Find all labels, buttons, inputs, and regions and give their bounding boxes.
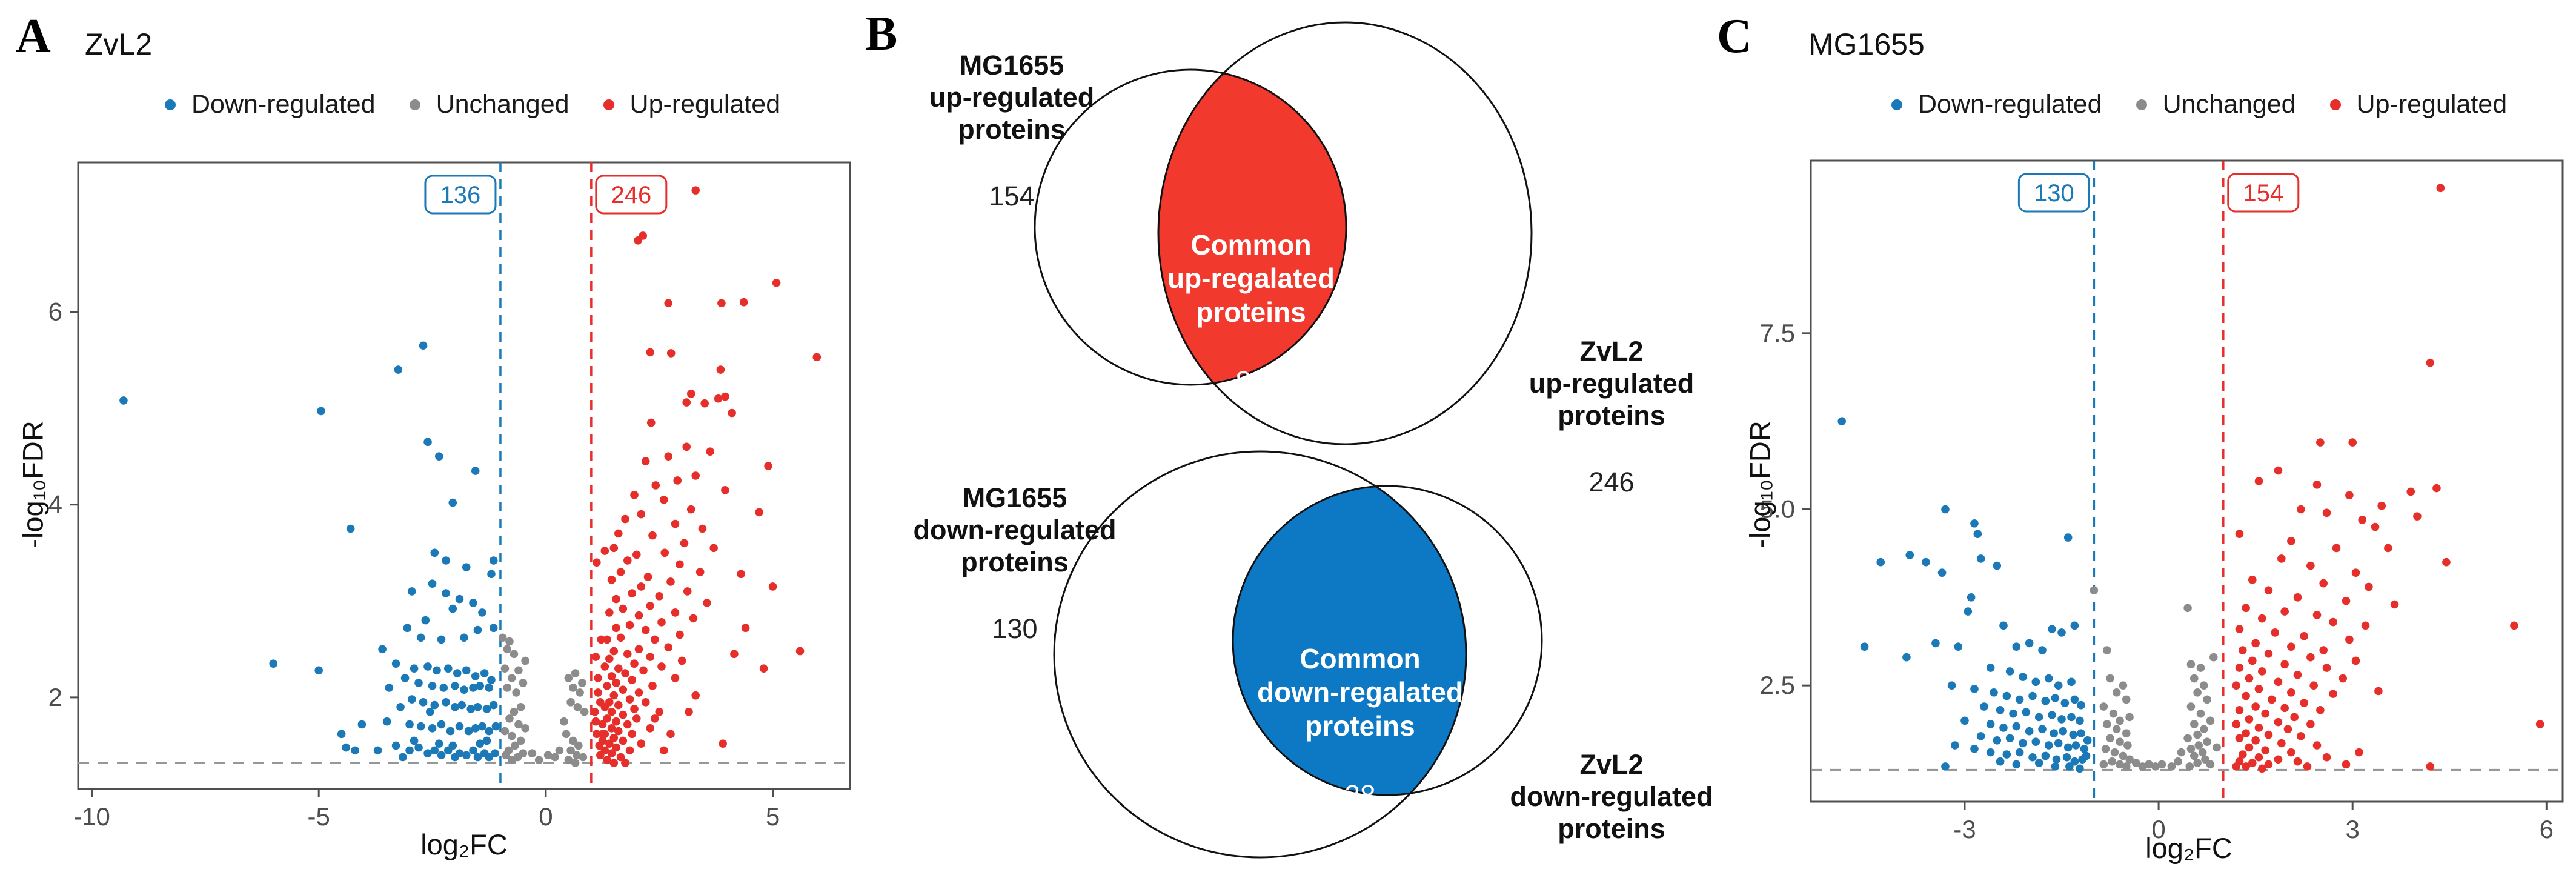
y-axis-ticks: 2 4 6 bbox=[48, 298, 78, 711]
panel-a-title: ZvL2 bbox=[85, 27, 153, 61]
legend-label: Up-regulated bbox=[2356, 90, 2508, 119]
legend-label: Down-regulated bbox=[191, 90, 376, 119]
venn-set-name: ZvL2 down-regulated proteins bbox=[1510, 749, 1713, 845]
svg-text:246: 246 bbox=[611, 182, 651, 208]
venn-set-name: ZvL2 up-regulated proteins bbox=[1529, 336, 1695, 431]
legend-label: Unchanged bbox=[2162, 90, 2296, 119]
points-up-regulated bbox=[591, 186, 822, 767]
down-regulated-dot-icon bbox=[1891, 99, 1902, 110]
legend-item-down-regulated: Down-regulated bbox=[1891, 90, 2102, 119]
legend-label: Up-regulated bbox=[629, 90, 781, 119]
panel-c-letter: C bbox=[1717, 10, 1752, 63]
up-count-badge: 246 bbox=[595, 175, 668, 215]
venn-common-count: 81 bbox=[1235, 365, 1267, 397]
venn-common-count: 28 bbox=[1344, 779, 1376, 811]
panel-c-y-axis-title: -log₁₀FDR bbox=[1744, 421, 1776, 548]
venn-up-right-label: ZvL2 up-regulated proteins 246 bbox=[1496, 303, 1727, 531]
x-axis-ticks: -10 -5 0 5 bbox=[73, 789, 780, 831]
points-unchanged bbox=[2090, 586, 2221, 771]
venn-up-right-circle bbox=[1157, 21, 1533, 445]
panel-b-letter: B bbox=[865, 7, 898, 61]
panel-c-title: MG1655 bbox=[1808, 27, 1925, 61]
svg-text:-10: -10 bbox=[73, 802, 110, 831]
svg-text:4: 4 bbox=[48, 490, 62, 519]
svg-text:5.0: 5.0 bbox=[1760, 495, 1795, 524]
svg-text:6: 6 bbox=[48, 298, 62, 326]
down-count-badge: 136 bbox=[424, 175, 497, 215]
svg-text:-5: -5 bbox=[308, 802, 330, 831]
venn-down-center-label: Common down-regalated proteins 28 bbox=[1230, 609, 1490, 845]
panel-a-legend: Down-regulated Unchanged Up-regulated bbox=[165, 90, 780, 119]
panel-a-x-axis-title: log₂FC bbox=[420, 828, 508, 860]
venn-up-center-label: Common up-regalated proteins 81 bbox=[1130, 195, 1372, 431]
up-count-badge: 154 bbox=[2227, 173, 2300, 213]
svg-text:3: 3 bbox=[2346, 815, 2360, 843]
svg-text:0: 0 bbox=[539, 802, 553, 831]
venn-set-count: 130 bbox=[992, 613, 1038, 645]
legend-item-down-regulated: Down-regulated bbox=[165, 90, 376, 119]
unchanged-dot-icon bbox=[409, 99, 420, 110]
down-count-badge: 130 bbox=[2017, 173, 2090, 213]
legend-label: Unchanged bbox=[436, 90, 569, 119]
svg-text:2.5: 2.5 bbox=[1760, 671, 1795, 699]
unchanged-dot-icon bbox=[2136, 99, 2147, 110]
svg-text:7.5: 7.5 bbox=[1760, 319, 1795, 347]
volcano-plot-mg1655: -3 0 3 6 2.5 5.0 7.5 130 154 bbox=[1760, 159, 2564, 843]
venn-down-left-label: MG1655 down-regulated proteins 130 bbox=[888, 450, 1142, 677]
plot-area-border bbox=[77, 161, 851, 790]
points-unchanged bbox=[498, 633, 589, 767]
svg-text:2: 2 bbox=[48, 683, 62, 711]
venn-common-name: Common up-regalated proteins bbox=[1167, 229, 1335, 328]
venn-down-left-circle bbox=[1053, 450, 1467, 859]
svg-text:136: 136 bbox=[440, 182, 481, 208]
down-regulated-dot-icon bbox=[165, 99, 176, 110]
venn-set-count: 154 bbox=[989, 181, 1035, 212]
legend-item-unchanged: Unchanged bbox=[409, 90, 569, 119]
venn-set-count: 246 bbox=[1588, 467, 1635, 498]
svg-text:154: 154 bbox=[2243, 180, 2283, 207]
points-up-regulated bbox=[2232, 184, 2544, 773]
venn-diagrams bbox=[1034, 21, 1543, 859]
up-regulated-dot-icon bbox=[2329, 99, 2341, 110]
venn-down-right-label: ZvL2 down-regulated proteins 136 bbox=[1484, 716, 1739, 875]
venn-up-left-circle bbox=[1034, 68, 1347, 386]
panel-a-letter: A bbox=[16, 10, 51, 63]
legend-label: Down-regulated bbox=[1918, 90, 2102, 119]
venn-common-name: Common down-regalated proteins bbox=[1257, 643, 1463, 742]
y-axis-ticks: 2.5 5.0 7.5 bbox=[1760, 319, 1811, 699]
x-axis-ticks: -3 0 3 6 bbox=[1953, 802, 2554, 843]
venn-set-name: MG1655 up-regulated proteins bbox=[929, 50, 1095, 145]
svg-text:130: 130 bbox=[2034, 180, 2074, 207]
svg-text:6: 6 bbox=[2540, 815, 2554, 843]
plot-area-border bbox=[1810, 159, 2564, 803]
svg-text:5: 5 bbox=[766, 802, 780, 831]
up-regulated-dot-icon bbox=[603, 99, 614, 110]
legend-item-unchanged: Unchanged bbox=[2136, 90, 2296, 119]
venn-up-intersection-lens bbox=[1158, 70, 1346, 385]
venn-down-right-circle bbox=[1232, 485, 1543, 796]
svg-text:0: 0 bbox=[2151, 815, 2165, 843]
points-down-regulated bbox=[119, 341, 500, 762]
legend-item-up-regulated: Up-regulated bbox=[2329, 90, 2508, 119]
venn-set-name: MG1655 down-regulated proteins bbox=[913, 482, 1117, 578]
legend-item-up-regulated: Up-regulated bbox=[603, 90, 781, 119]
panel-a-y-axis-title: -log₁₀FDR bbox=[16, 421, 49, 548]
panel-c-x-axis-title: log₂FC bbox=[2145, 832, 2232, 864]
points-down-regulated bbox=[1837, 417, 2092, 773]
svg-text:-3: -3 bbox=[1953, 815, 1976, 843]
venn-up-left-label: MG1655 up-regulated proteins 154 bbox=[897, 17, 1127, 245]
panel-c-legend: Down-regulated Unchanged Up-regulated bbox=[1891, 90, 2507, 119]
